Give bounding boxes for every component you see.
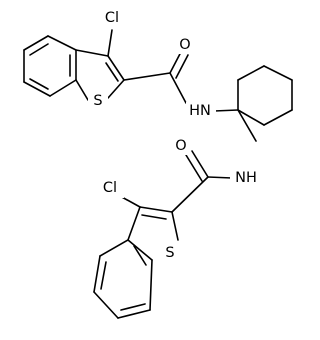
cl-bottom-label: Cl — [103, 180, 117, 196]
top-benzothiophene — [23, 29, 189, 104]
cyclohexane-ring — [213, 65, 293, 142]
o-bottom-label: O — [175, 138, 186, 154]
nh-top-label: HN — [189, 103, 211, 119]
bottom-benzothiophene — [93, 150, 233, 319]
nh-bottom-label: NH — [235, 170, 257, 186]
s-bottom-label: S — [165, 245, 174, 261]
o-top-label: O — [179, 37, 190, 53]
cl-top-label: Cl — [105, 10, 119, 26]
atom-labels: Cl O S HN O NH Cl S — [88, 8, 262, 262]
s-top-label: S — [93, 93, 102, 109]
